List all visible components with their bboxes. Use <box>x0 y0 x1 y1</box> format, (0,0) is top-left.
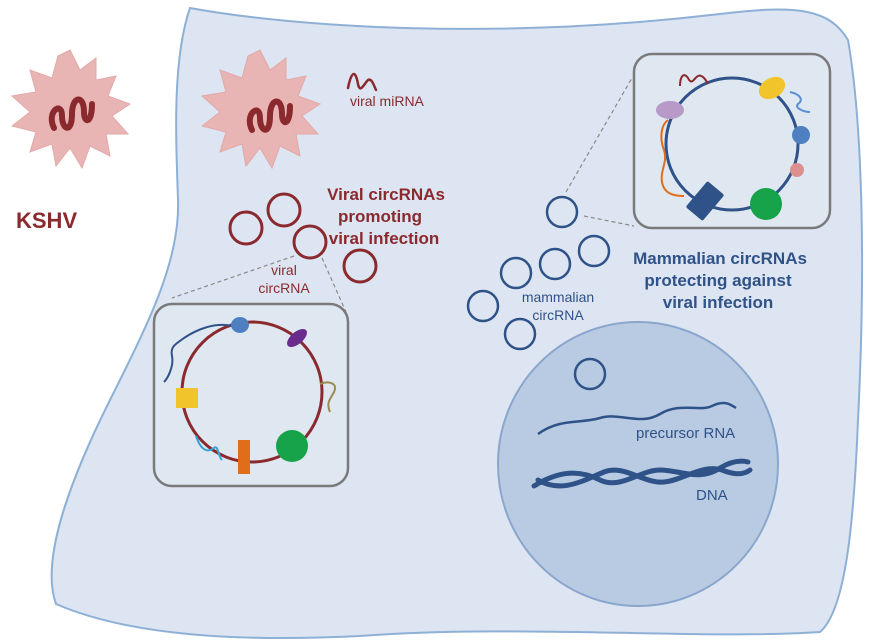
viral-mirna-squiggle <box>346 72 378 92</box>
virus-spiky-shell <box>200 49 322 170</box>
inset-frame <box>632 52 832 230</box>
viral-label-line-1: viral <box>271 262 297 278</box>
mammalian-circrna-ring <box>503 317 537 351</box>
viral-title-line-1: Viral circRNAs <box>327 185 445 204</box>
zoom-line <box>321 257 347 313</box>
mammalian-circrna-ring <box>577 234 611 268</box>
bound-protein-green <box>276 430 308 462</box>
zoom-line <box>171 255 295 299</box>
bound-strand-orange <box>660 119 685 197</box>
bound-mirna-strand <box>163 324 233 383</box>
bound-protein-yellow <box>758 76 786 100</box>
mammal-label-line-1: mammalian <box>522 289 594 305</box>
viral-circrna-title: Viral circRNAs promoting viral infection <box>327 185 445 248</box>
viral-title-line-3: viral infection <box>329 229 440 248</box>
viral-mirna-label: viral miRNA <box>350 93 425 109</box>
bound-strand-cyan <box>195 435 223 461</box>
mammal-title-line-2: protecting against <box>644 271 792 290</box>
viral-circrna-ring <box>292 224 328 260</box>
mammalian-circrna-ring <box>499 256 533 290</box>
kshv-virion <box>10 49 132 170</box>
zoom-line <box>583 215 635 227</box>
mammalian-circrna-rings <box>466 195 611 351</box>
bound-protein-blue <box>792 126 810 144</box>
viral-title-line-2: promoting <box>338 207 422 226</box>
bound-protein-blue <box>231 317 249 333</box>
mammal-title-line-1: Mammalian circRNAs <box>633 249 807 268</box>
viral-circrna-inset <box>152 302 350 488</box>
nucleus: precursor RNA DNA <box>497 321 779 607</box>
bound-strand-red <box>679 74 709 87</box>
nuclear-circrna-ring <box>573 357 607 391</box>
bound-protein-navy <box>686 181 724 221</box>
viral-label-line-2: circRNA <box>258 280 310 296</box>
viral-circrna-ring <box>266 192 302 228</box>
mammalian-circrna-loop <box>664 76 800 212</box>
viral-circrna-ring <box>228 210 264 246</box>
mammalian-circrna-inset <box>632 52 832 230</box>
internal-virion <box>200 49 322 170</box>
kshv-label: KSHV <box>16 208 77 233</box>
viral-genome-squiggle <box>246 98 293 133</box>
mammalian-circrna-label: mammalian circRNA <box>522 289 594 323</box>
viral-circrna-ring <box>342 248 378 284</box>
zoom-line <box>565 77 633 193</box>
bound-protein-green <box>750 188 782 220</box>
bound-protein-pink <box>790 163 804 177</box>
mammal-title-line-3: viral infection <box>663 293 774 312</box>
bound-strand-lightblue <box>789 91 811 113</box>
mammalian-circrna-ring <box>538 247 572 281</box>
bound-protein-orange <box>238 440 250 474</box>
precursor-rna-strand <box>537 401 737 436</box>
dna-strand-a <box>531 458 751 489</box>
nucleus-envelope <box>497 321 779 607</box>
mammalian-circrna-ring <box>466 289 500 323</box>
precursor-rna-label: precursor RNA <box>636 425 735 442</box>
bound-protein-lilac <box>656 101 684 119</box>
viral-circrna-rings <box>228 192 378 284</box>
bound-protein-yellow <box>176 388 198 408</box>
mammalian-circrna-title: Mammalian circRNAs protecting against vi… <box>633 249 807 312</box>
viral-genome-squiggle <box>48 96 95 131</box>
viral-circrna-label: viral circRNA <box>258 262 310 296</box>
mammalian-circrna-ring <box>545 195 579 229</box>
bound-protein-purple <box>287 329 307 347</box>
bound-strand-olive <box>319 381 336 413</box>
dna-strand-b <box>535 466 753 489</box>
dna-label: DNA <box>696 487 728 504</box>
mammal-label-line-2: circRNA <box>532 307 584 323</box>
